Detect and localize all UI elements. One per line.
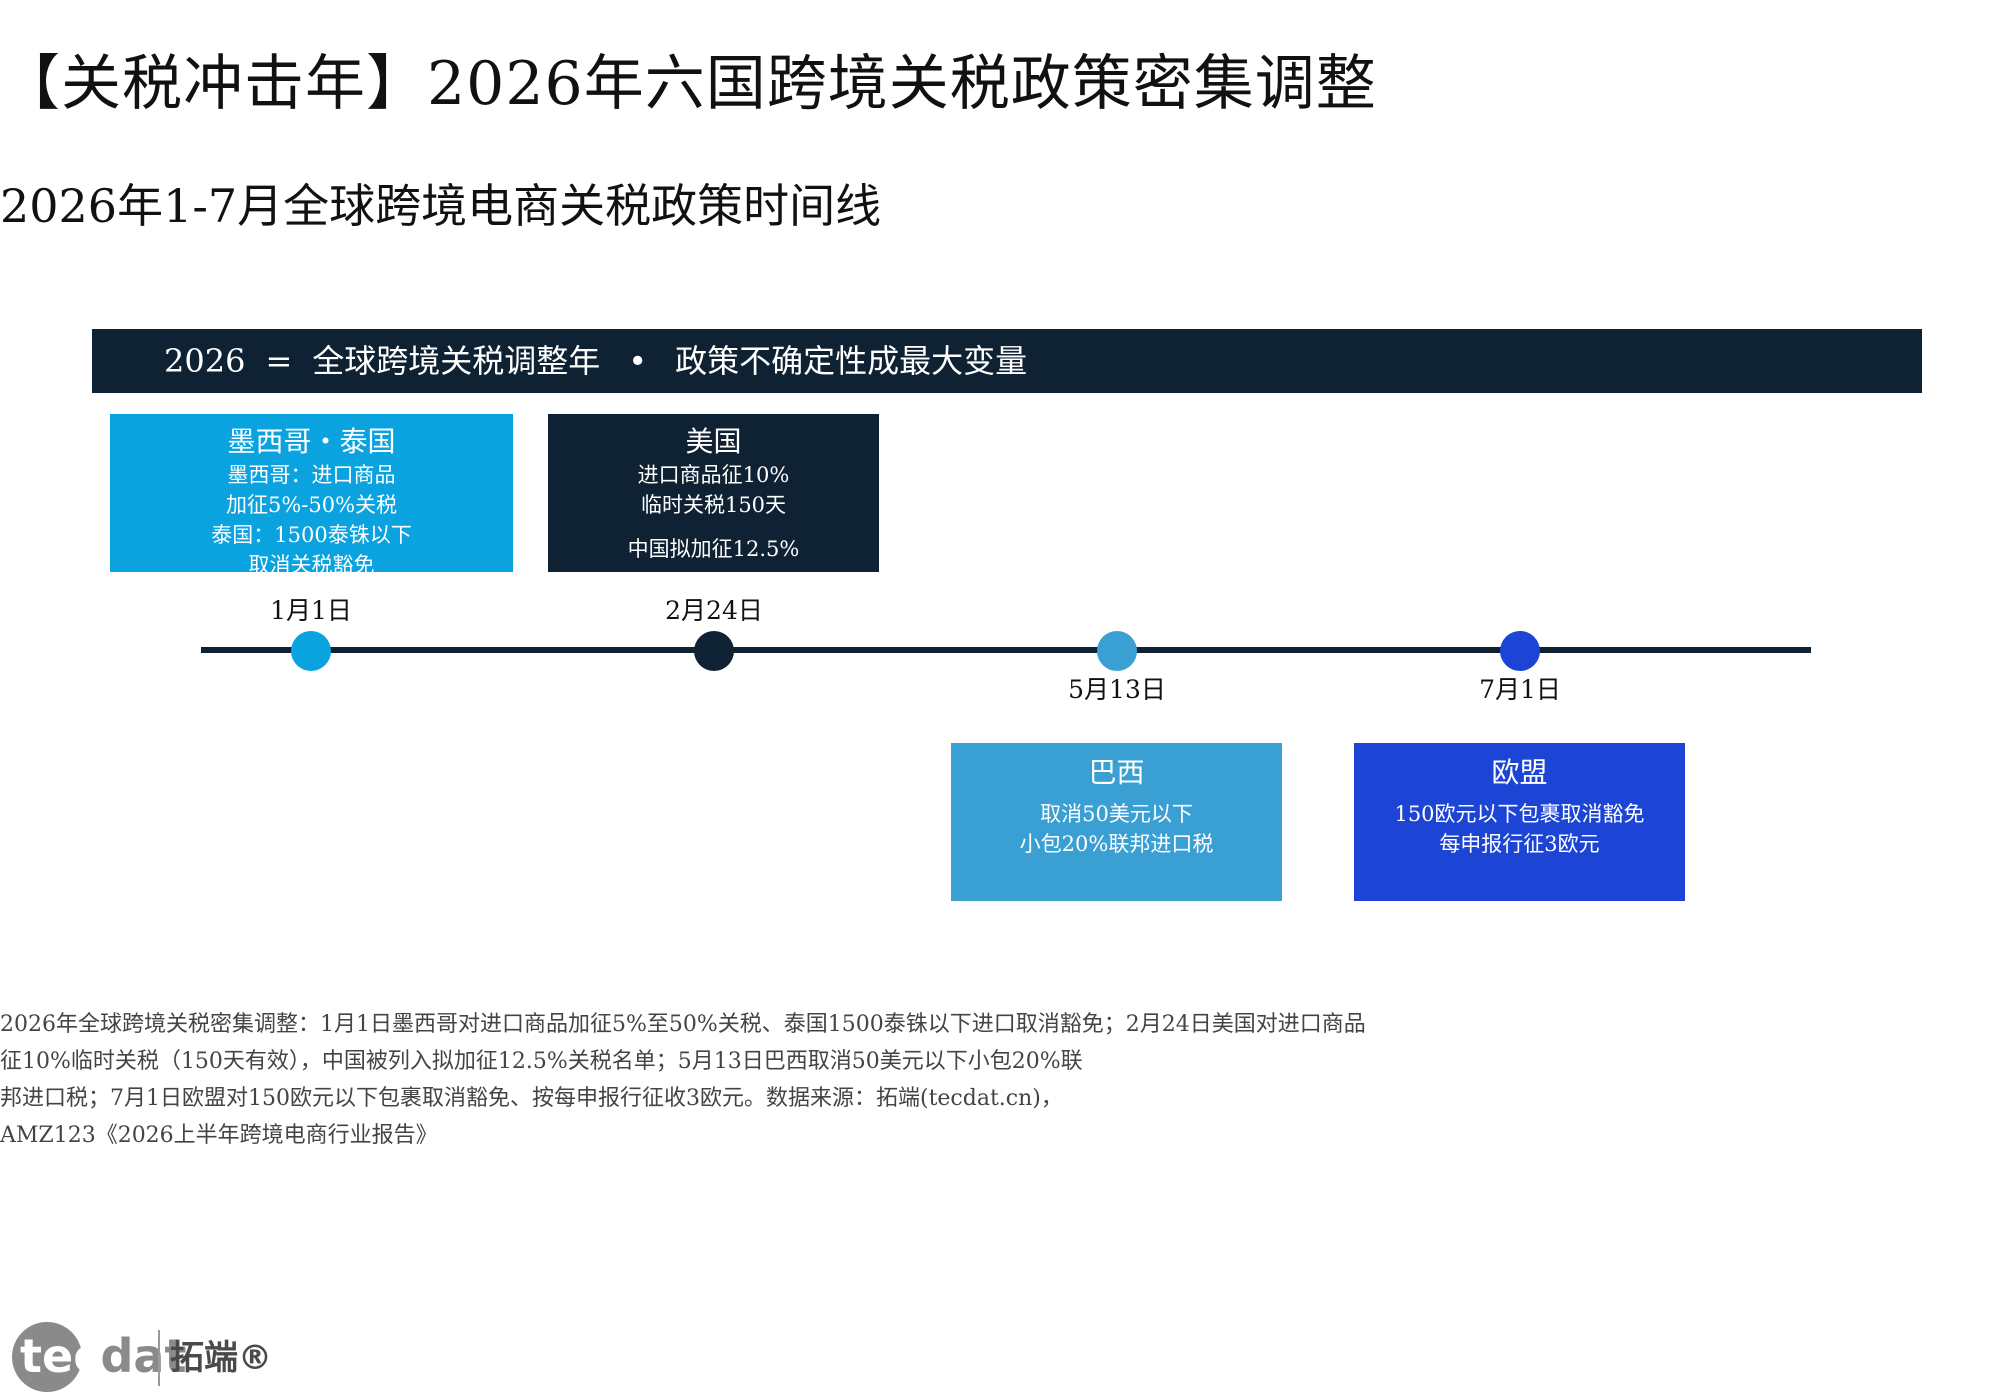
banner-equals: = — [265, 342, 293, 380]
logo-wordmark: tecdat — [20, 1328, 186, 1384]
timeline-node-jan1 — [291, 631, 331, 671]
caption-line: 征10%临时关税（150天有效），中国被列入拟加征12.5%关税名单；5月13日… — [0, 1049, 1083, 1074]
event-card-line: 每申报行征3欧元 — [1439, 832, 1600, 856]
event-card-usa: 美国 进口商品征10% 临时关税150天 中国拟加征12.5% — [548, 414, 879, 572]
event-card-line: 150欧元以下包裹取消豁免 — [1394, 802, 1645, 826]
banner-year: 2026 — [164, 342, 246, 380]
caption-line: AMZ123《2026上半年跨境电商行业报告》 — [0, 1123, 438, 1148]
event-card-line: 取消关税豁免 — [248, 553, 375, 572]
logo-wordmark-tail: dat — [100, 1329, 187, 1383]
logo-chinese-name: 拓端® — [170, 1338, 272, 1378]
tecdat-logo: tecdat 拓端® — [12, 1320, 272, 1400]
logo-divider — [158, 1330, 160, 1386]
event-card-line: 小包20%联邦进口税 — [1019, 832, 1214, 856]
caption-line: 邦进口税；7月1日欧盟对150欧元以下包裹取消豁免、按每申报行征收3欧元。数据来… — [0, 1086, 1063, 1111]
figure-caption: 2026年全球跨境关税密集调整：1月1日墨西哥对进口商品加征5%至50%关税、泰… — [0, 1006, 1520, 1154]
timeline-date-label: 2月24日 — [665, 596, 763, 625]
event-card-title: 欧盟 — [1491, 756, 1548, 789]
event-card-title: 巴西 — [1088, 756, 1145, 789]
logo-circle — [12, 1322, 82, 1392]
event-card-line: 进口商品征10% — [637, 463, 790, 487]
timeline-node-may13 — [1097, 631, 1137, 671]
event-card-title: 墨西哥・泰国 — [227, 425, 396, 458]
timeline-node-jul1 — [1500, 631, 1540, 671]
timeline-date-label: 7月1日 — [1479, 675, 1561, 704]
event-card-brazil: 巴西 取消50美元以下 小包20%联邦进口税 — [951, 743, 1282, 901]
timeline-node-feb24 — [694, 631, 734, 671]
event-card-line: 加征5%-50%关税 — [225, 493, 398, 517]
timeline-date-label: 5月13日 — [1068, 675, 1166, 704]
page-title: 【关税冲击年】2026年六国跨境关税政策密集调整 — [0, 49, 1377, 119]
caption-line: 2026年全球跨境关税密集调整：1月1日墨西哥对进口商品加征5%至50%关税、泰… — [0, 1012, 1366, 1037]
event-card-mexico-thailand: 墨西哥・泰国 墨西哥：进口商品 加征5%-50%关税 泰国：1500泰铢以下 取… — [110, 414, 513, 572]
timeline-date-label: 1月1日 — [270, 596, 352, 625]
event-card-line: 中国拟加征12.5% — [627, 537, 800, 561]
event-card-line: 取消50美元以下 — [1040, 802, 1193, 826]
event-card-line: 泰国：1500泰铢以下 — [211, 523, 412, 547]
banner-headline: 全球跨境关税调整年 — [312, 342, 601, 380]
logo-wordmark-head: tec — [20, 1329, 101, 1383]
banner-bullet: • — [628, 342, 648, 380]
timeline-axis — [201, 647, 1811, 653]
event-card-eu: 欧盟 150欧元以下包裹取消豁免 每申报行征3欧元 — [1354, 743, 1685, 901]
page-subtitle: 2026年1-7月全球跨境电商关税政策时间线 — [0, 179, 882, 233]
event-card-title: 美国 — [685, 425, 742, 458]
event-card-line: 临时关税150天 — [640, 493, 787, 517]
banner-tagline: 政策不确定性成最大变量 — [675, 342, 1028, 380]
event-card-line: 墨西哥：进口商品 — [227, 463, 396, 487]
summary-banner: 2026 = 全球跨境关税调整年 • 政策不确定性成最大变量 — [92, 329, 1922, 393]
